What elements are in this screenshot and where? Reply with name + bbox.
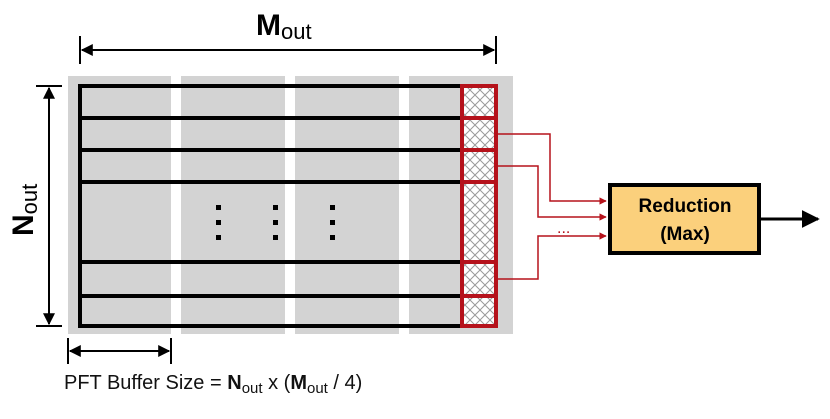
connector-ellipsis: ... <box>557 220 570 237</box>
reduction-label: Reduction <box>639 196 732 217</box>
n-out-label: Nout <box>7 184 42 236</box>
hatched-column <box>462 86 496 326</box>
reduction-box: Reduction (Max) <box>608 183 761 255</box>
highlight-outline <box>460 84 498 328</box>
connector <box>496 232 607 280</box>
quarter-width-dimension <box>67 338 172 364</box>
highlight-column <box>460 84 498 328</box>
connector <box>496 165 607 221</box>
reduction-sublabel: (Max) <box>660 224 710 245</box>
m-out-label: Mout <box>256 9 312 44</box>
m-out-dimension: Mout <box>79 9 497 64</box>
n-out-dimension: Nout <box>7 85 62 327</box>
connector <box>496 133 607 205</box>
reduction-connectors <box>496 133 607 280</box>
buffer-size-caption: PFT Buffer Size = Nout x (Mout / 4) <box>64 372 363 397</box>
vertical-ellipsis <box>216 205 335 240</box>
